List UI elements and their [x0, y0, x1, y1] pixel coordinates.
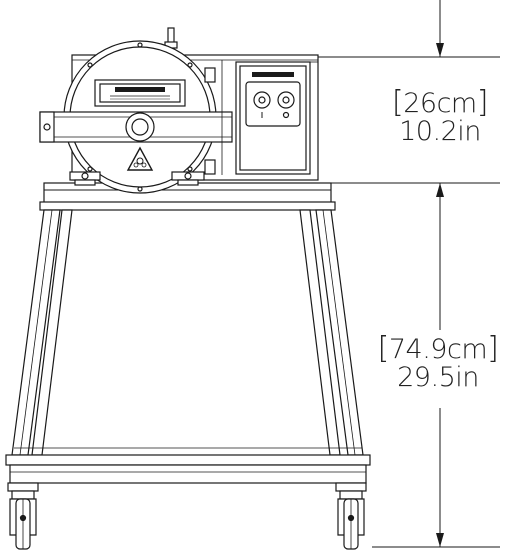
machine [39, 27, 319, 194]
dimension-arrow-icon [436, 43, 444, 57]
caster-right [335, 482, 367, 550]
hub-knob [125, 112, 155, 142]
control-box [235, 61, 311, 175]
dimension-lines [180, 0, 500, 548]
biohazard-icon [126, 146, 154, 171]
dimension-label-bottom: [74.9cm] 29.5in [368, 334, 508, 393]
dimension-bottom-metric: 74.9cm [388, 334, 488, 365]
dimension-top-metric: 26cm [403, 88, 477, 119]
dimension-arrow-icon [436, 183, 444, 197]
dimension-label-top: [26cm] 10.2in [375, 88, 505, 147]
dimension-arrow-icon [436, 533, 444, 547]
caster-left [7, 482, 39, 550]
stand [5, 182, 371, 484]
control-knob-right [277, 91, 295, 109]
control-knob-left [253, 91, 271, 109]
dimension-bottom-imperial: 29.5in [397, 362, 479, 393]
dimension-top-imperial: 10.2in [399, 116, 481, 147]
